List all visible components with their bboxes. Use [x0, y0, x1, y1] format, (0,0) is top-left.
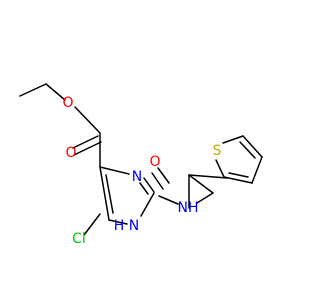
- bond-c5-c4-b: [105, 174, 114, 214]
- bond-ch3-ch2: [19, 83, 47, 97]
- bonds: [19, 83, 263, 236]
- bond-c2-n1: [140, 192, 155, 217]
- bond-alpha-thiophene: [188, 174, 228, 179]
- bond-c2-nh: [158, 195, 179, 205]
- bond-th-c5-c4-b: [239, 141, 256, 159]
- bond-nh-c-carbonyl: [196, 192, 214, 204]
- bond-n3-c2-a: [143, 177, 155, 193]
- atom-n-ring-upper: N: [132, 169, 142, 185]
- atom-cl: Cl: [72, 231, 86, 247]
- bond-amide-c-o-b: [151, 172, 164, 190]
- atom-s-thiophene: S: [213, 143, 222, 159]
- atom-nh-amide: NH: [178, 200, 199, 216]
- molecule-diagram: O O N N H Cl NH O S: [19, 83, 263, 247]
- atom-o-ester-single: O: [62, 95, 73, 111]
- bond-c5-cl: [83, 213, 101, 236]
- bond-ester-c-o-double-b: [73, 141, 102, 156]
- bond-th-c5-c4-a: [242, 135, 263, 158]
- bond-ch2-o: [45, 83, 66, 101]
- bond-c4-n3: [99, 166, 130, 175]
- atom-o-ester-carbonyl: O: [65, 145, 76, 161]
- atom-nh-ring-h: H: [114, 218, 125, 234]
- bond-c5-c4-a: [99, 166, 110, 221]
- bond-th-s-c5: [222, 135, 244, 144]
- bond-amide-c-alpha: [188, 174, 214, 194]
- bond-ester-c-o-double-a: [72, 135, 99, 149]
- bond-amide-c-o-a: [157, 167, 170, 184]
- atom-nh-ring: N: [129, 218, 139, 234]
- bond-o-c-ester: [74, 106, 101, 134]
- bond-th-c3-c2-a: [223, 176, 253, 184]
- bond-th-c3-c2-b: [228, 172, 249, 178]
- atom-o-amide: O: [149, 154, 160, 170]
- bond-th-c4-c3: [251, 156, 263, 184]
- structure-svg: O O N N H Cl NH O S: [19, 83, 263, 247]
- bond-n3-c2-b: [139, 182, 149, 195]
- bond-th-c2-s: [215, 159, 225, 178]
- atom-labels: O O N N H Cl NH O S: [62, 95, 221, 247]
- bond-n1-c5: [108, 219, 128, 225]
